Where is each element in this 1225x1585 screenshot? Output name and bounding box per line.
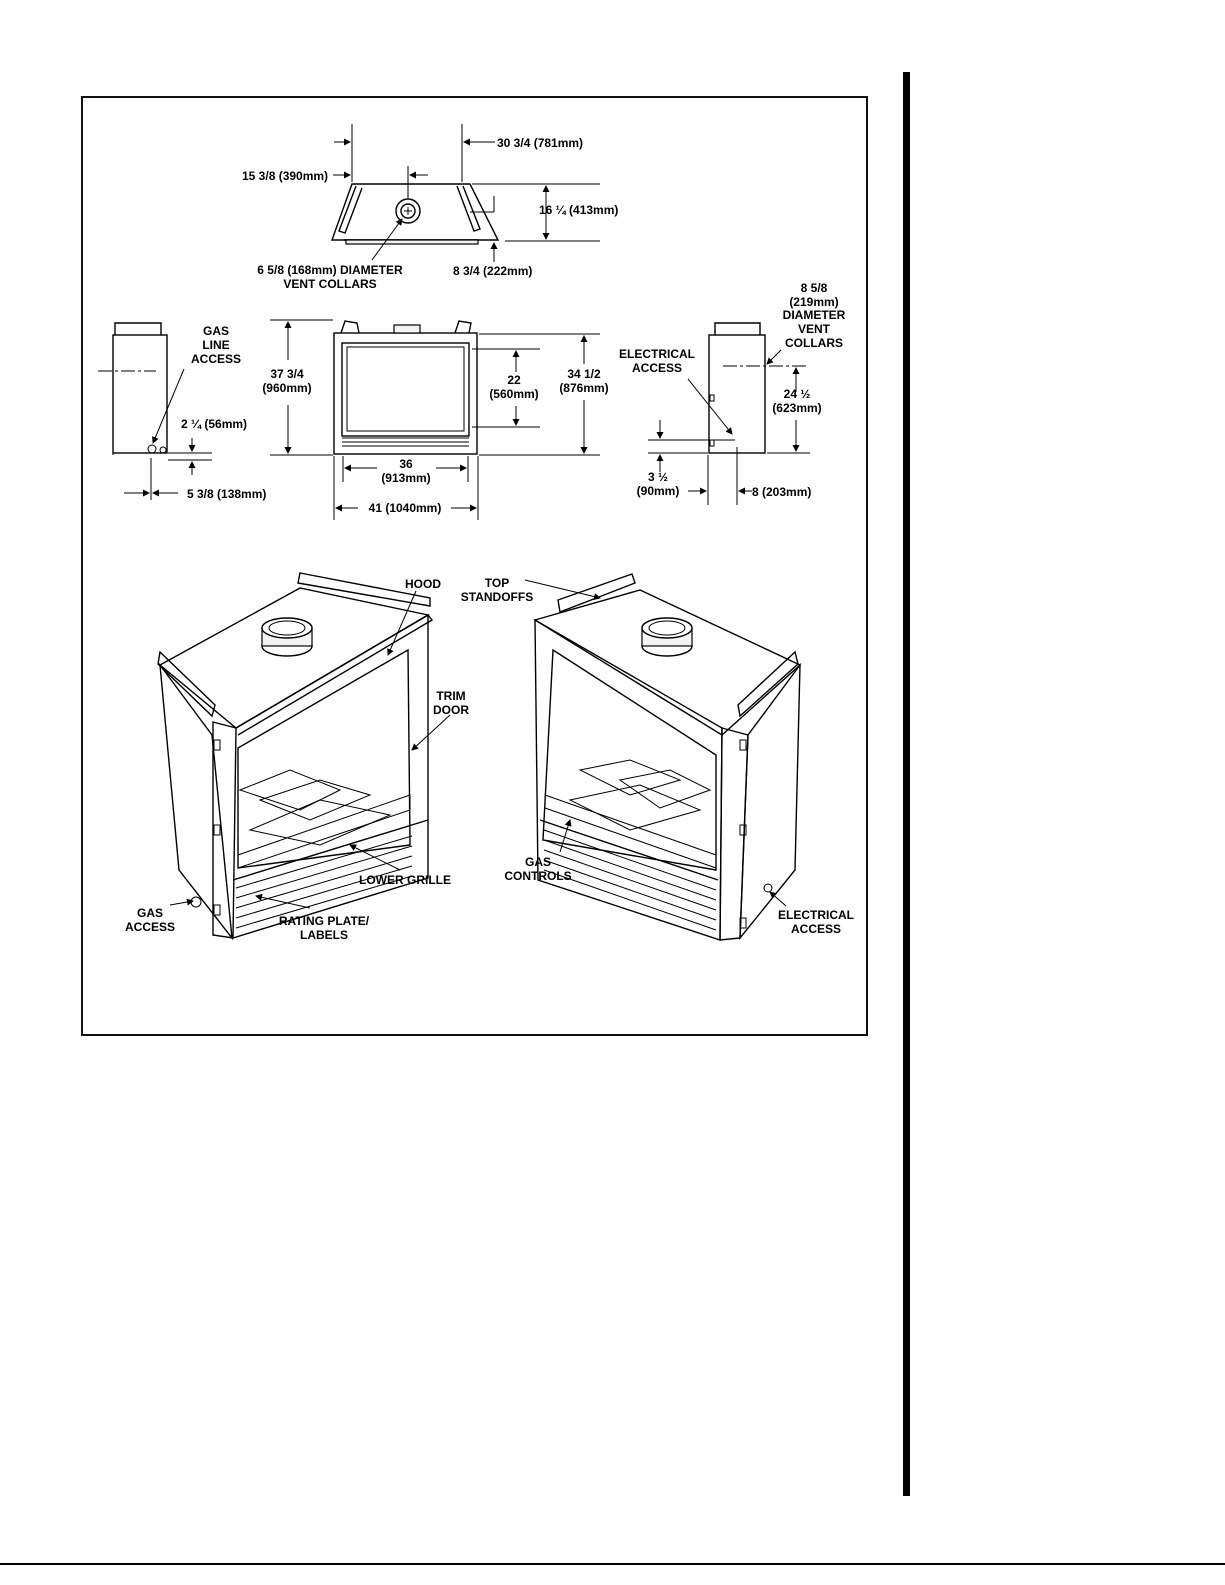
electrical-access-top-2: ACCESS <box>632 361 682 375</box>
gas-line-access-1: GAS <box>203 324 229 338</box>
vent-collar-label-2: VENT COLLARS <box>283 277 376 291</box>
iso-right-front-frame <box>534 618 723 941</box>
iso-left-front-post <box>212 721 237 939</box>
trim-door-1: TRIM <box>436 689 465 703</box>
opening-height-1: 22 <box>507 373 521 387</box>
right-collar-5: COLLARS <box>785 336 843 350</box>
gas-height-label: 2 ¼ (56mm) <box>181 417 247 431</box>
collar-height-1: 24 ½ <box>784 387 811 401</box>
right-collar-2: (219mm) <box>789 295 838 309</box>
iso-left-fireplace: HOOD TRIM DOOR LOWER GRILLE GAS ACCESS R… <box>125 572 469 942</box>
front-opening <box>341 342 470 437</box>
gas-access-1: GAS <box>137 906 163 920</box>
iso-right-standoff-back <box>557 573 636 613</box>
top-width-label: 30 3/4 (781mm) <box>497 136 583 150</box>
collar-height-2: (623mm) <box>772 401 821 415</box>
right-side-outline <box>708 334 766 454</box>
iso-left-gas-access-hole <box>190 896 202 908</box>
gas-line-access-2: LINE <box>202 338 229 352</box>
rating-plate-1: RATING PLATE/ <box>279 914 370 928</box>
figure-frame <box>81 96 868 1036</box>
top-standoffs-1: TOP <box>485 576 509 590</box>
front-vent-collar <box>393 324 421 334</box>
electrical-access-bottom-2: ACCESS <box>791 922 841 936</box>
electrical-access-bottom-1: ELECTRICAL <box>778 908 854 922</box>
iso-right-front-post <box>719 727 749 941</box>
gas-line-access-3: ACCESS <box>191 352 241 366</box>
left-side-view: GAS LINE ACCESS 2 ¼ (56mm) 5 3/8 (138mm) <box>98 322 266 501</box>
elec-height-1: 3 ½ <box>648 470 668 484</box>
collar-offset-label: 8 3/4 (222mm) <box>453 264 532 278</box>
overall-height-1: 37 3/4 <box>270 367 304 381</box>
top-view: 30 3/4 (781mm) 15 3/8 (390mm) 16 ¼ (413m… <box>242 124 618 291</box>
overall-height-2: (960mm) <box>262 381 311 395</box>
vent-collar-label-1: 6 5/8 (168mm) DIAMETER <box>257 263 403 277</box>
right-collar-4: VENT <box>798 322 831 336</box>
front-view: 37 3/4 (960mm) 22 (560mm) 34 1/2 (876mm)… <box>262 319 609 520</box>
right-side-view: 8 5/8 (219mm) DIAMETER VENT COLLARS ELEC… <box>619 281 846 505</box>
top-half-width-label: 15 3/8 (390mm) <box>242 169 328 183</box>
overall-width-label: 41 (1040mm) <box>369 501 442 515</box>
top-standoffs-2: STANDOFFS <box>461 590 533 604</box>
iso-left-standoff-back <box>297 572 431 607</box>
trim-door-2: DOOR <box>433 703 469 717</box>
iso-right-top-panel <box>533 589 802 736</box>
gas-access-2: ACCESS <box>125 920 175 934</box>
opening-width-1: 36 <box>399 457 413 471</box>
top-view-hood-strip <box>345 239 479 245</box>
iso-left-standoff-side <box>157 650 216 718</box>
iso-right-opening <box>542 648 717 871</box>
gas-controls-2: CONTROLS <box>504 869 571 883</box>
iso-right-side-panel <box>739 662 801 941</box>
front-height-2: (876mm) <box>559 381 608 395</box>
iso-left-top-panel <box>158 587 430 729</box>
right-collar-3: DIAMETER <box>783 308 846 322</box>
top-view-outline <box>331 183 500 241</box>
electrical-access-top-1: ELECTRICAL <box>619 347 695 361</box>
iso-left-front-frame <box>232 613 429 939</box>
top-vent-collar-inner <box>400 203 416 219</box>
rating-plate-2: LABELS <box>300 928 348 942</box>
front-height-1: 34 1/2 <box>567 367 601 381</box>
iso-left-opening <box>237 648 411 869</box>
opening-height-2: (560mm) <box>489 387 538 401</box>
top-vent-collar-outer <box>395 198 421 224</box>
left-side-outline <box>112 334 168 454</box>
top-depth-label: 16 ¼ (413mm) <box>539 203 618 217</box>
iso-right-fireplace: TOP STANDOFFS GAS CONTROLS ELECTRICAL AC… <box>461 573 854 941</box>
lower-grille-label: LOWER GRILLE <box>359 873 451 887</box>
bottom-rule <box>0 1563 1225 1565</box>
gas-depth-label: 5 3/8 (138mm) <box>187 487 266 501</box>
side-rule <box>903 72 910 1496</box>
iso-right-electrical-access-hole <box>763 883 773 893</box>
elec-height-2: (90mm) <box>637 484 680 498</box>
right-collar-1: 8 5/8 <box>801 281 828 295</box>
iso-right-standoff-side <box>737 650 799 718</box>
opening-width-2: (913mm) <box>381 471 430 485</box>
gas-controls-1: GAS <box>525 855 551 869</box>
elec-depth-label: 8 (203mm) <box>752 485 811 499</box>
hood-label: HOOD <box>405 577 441 591</box>
